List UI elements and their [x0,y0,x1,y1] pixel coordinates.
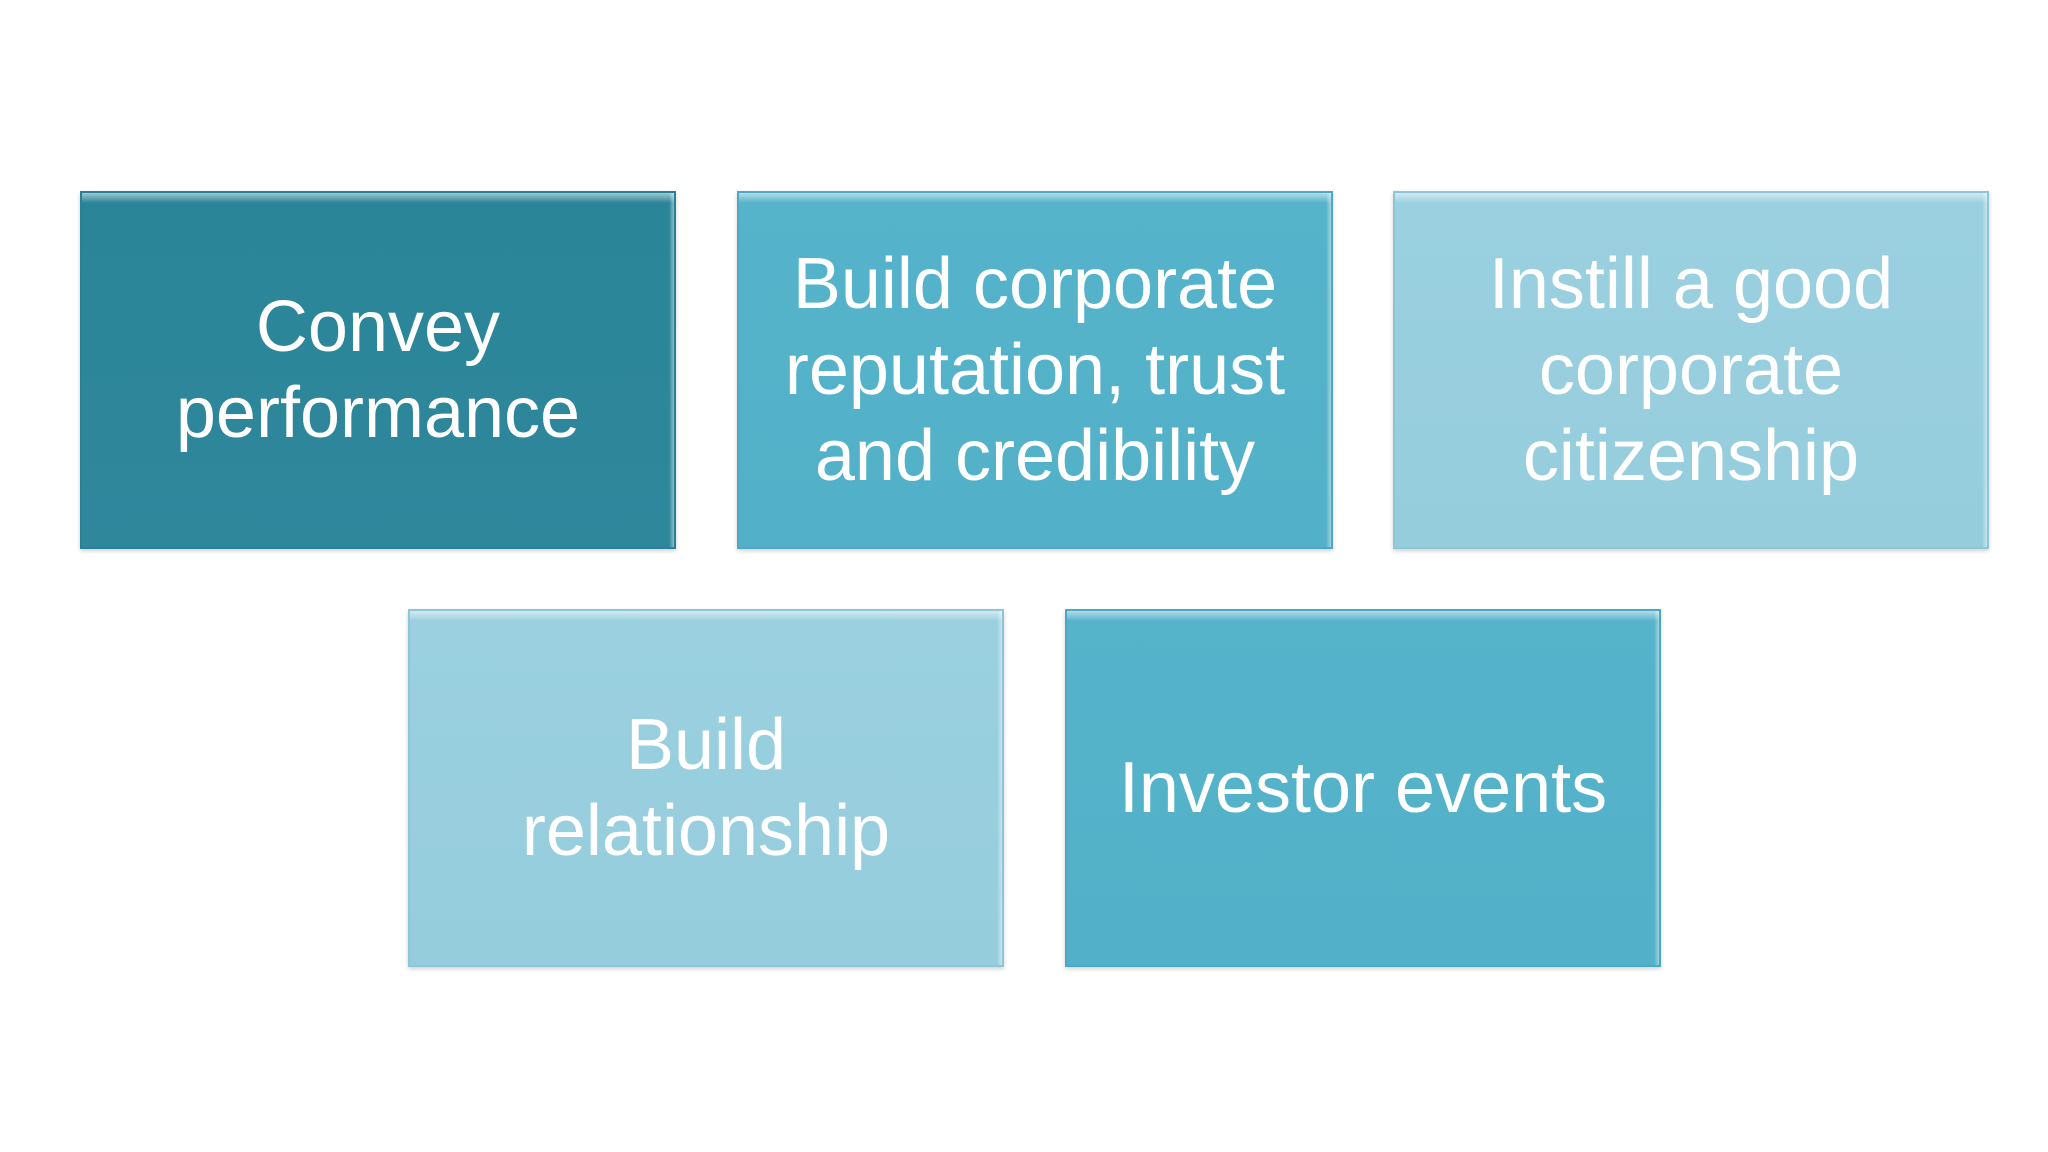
box-label: Convey performance [175,287,581,453]
box-build-relationship: Build relationship [408,609,1004,967]
box-label: Investor events [1118,748,1608,828]
box-convey-performance: Convey performance [80,191,676,549]
box-label: Build corporate reputation, trust and cr… [784,244,1286,496]
box-label: Build relationship [521,705,891,871]
box-label: Instill a good corporate citizenship [1488,244,1894,496]
box-investor-events: Investor events [1065,609,1661,967]
box-instill-corporate-citizenship: Instill a good corporate citizenship [1393,191,1989,549]
box-build-corporate-reputation: Build corporate reputation, trust and cr… [737,191,1333,549]
